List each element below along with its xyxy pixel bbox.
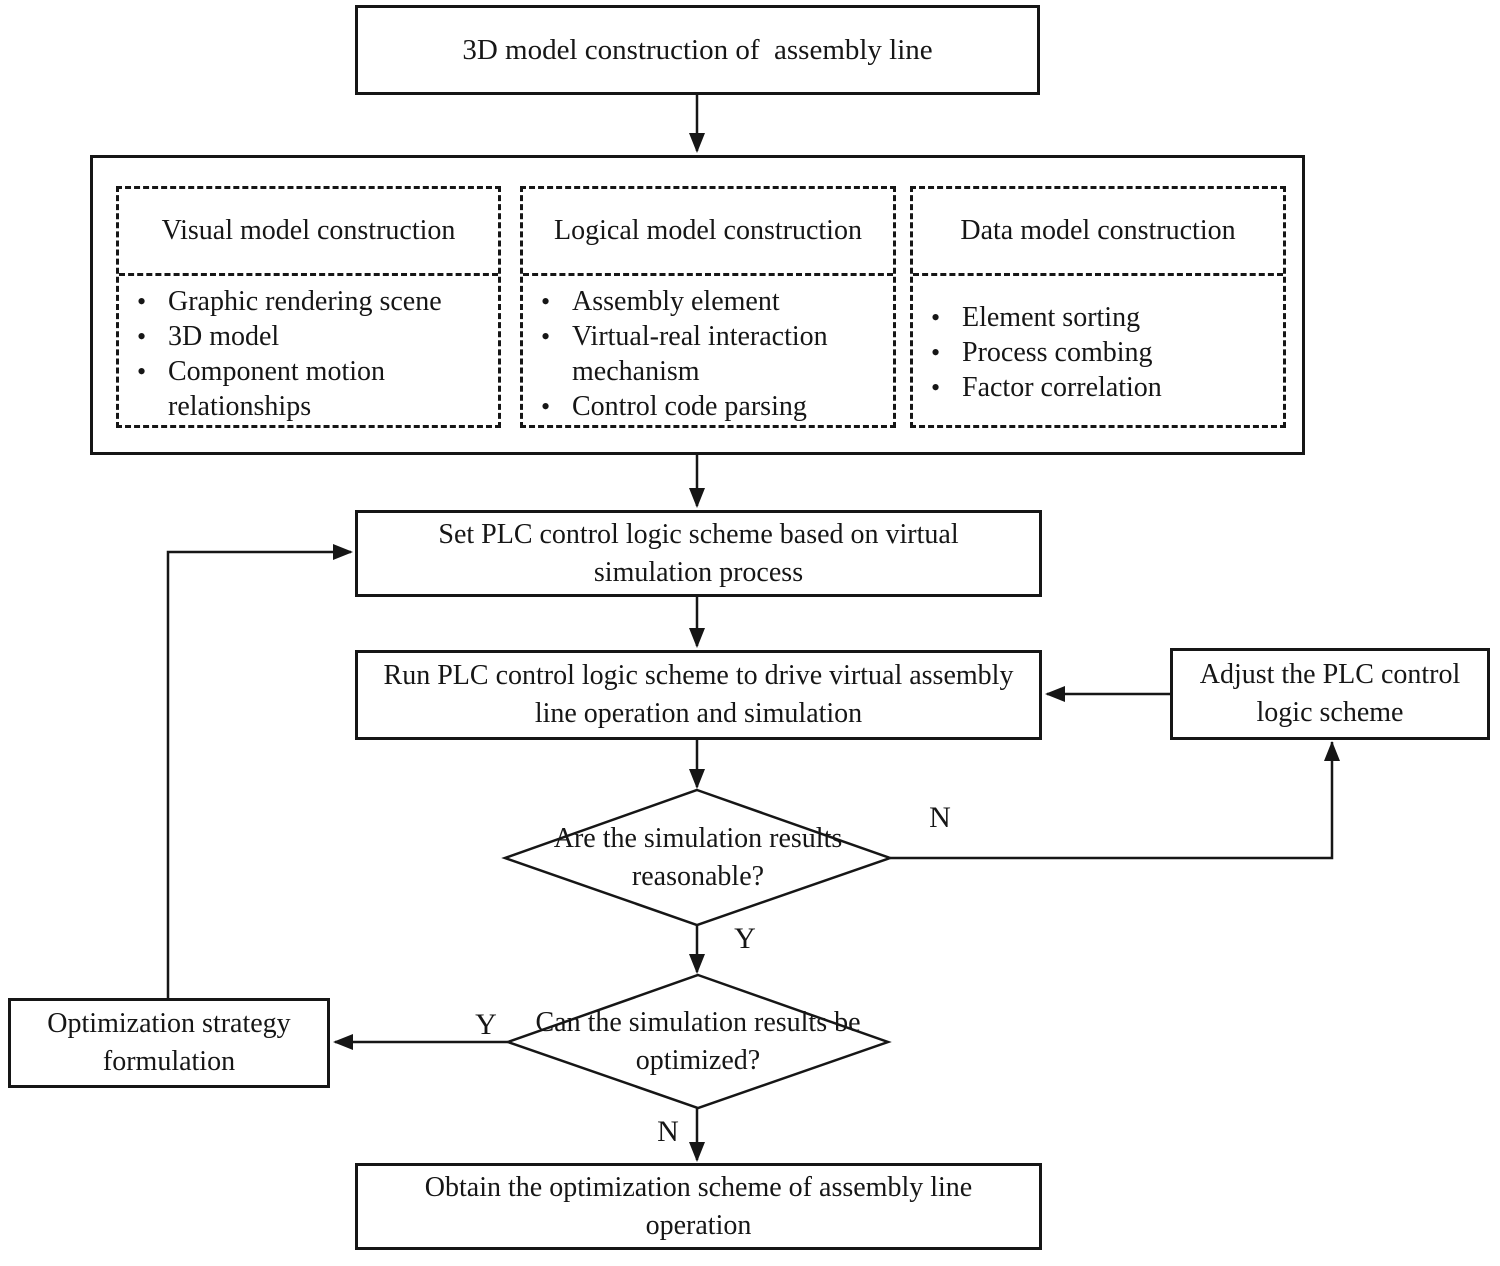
bullet-icon: • xyxy=(931,303,941,332)
list-item-text: Virtual-real interaction mechanism xyxy=(572,321,828,387)
bullet-icon: • xyxy=(541,287,551,316)
node-adjust-plc-scheme: Adjust the PLC control logic scheme xyxy=(1170,648,1490,740)
connector-optimization-to-set xyxy=(166,544,353,998)
panel-title-text: Data model construction xyxy=(960,215,1236,246)
panel-visual-model-list: • Graphic rendering scene • 3D model • C… xyxy=(119,276,498,424)
list-item-text: Assembly element xyxy=(572,286,780,317)
node-run-plc-scheme: Run PLC control logic scheme to drive vi… xyxy=(355,650,1042,740)
arrow-optimized-no-to-obtain xyxy=(689,1108,705,1162)
edge-label-optimized-no: N xyxy=(657,1115,679,1148)
panel-visual-model-title: Visual model construction xyxy=(119,189,498,276)
panel-logical-model-title: Logical model construction xyxy=(523,189,893,276)
panel-logical-model-list: • Assembly element • Virtual-real intera… xyxy=(523,276,893,424)
edge-label-optimized-yes: Y xyxy=(475,1008,497,1041)
list-item-text: Element sorting xyxy=(962,302,1141,333)
arrow-models-to-set xyxy=(689,455,705,508)
node-run-plc-line1: Run PLC control logic scheme to drive vi… xyxy=(383,660,1014,691)
list-item-text: Control code parsing xyxy=(572,391,807,422)
decision-optimized-line2: optimized? xyxy=(635,1045,761,1076)
panel-data-model-title: Data model construction xyxy=(913,189,1283,276)
list-item-text: Factor correlation xyxy=(962,372,1162,403)
model-construction-group: Visual model construction • Graphic rend… xyxy=(90,155,1305,455)
list-item: • Component motion relationships xyxy=(123,354,492,424)
node-obtain-scheme: Obtain the optimization scheme of assemb… xyxy=(355,1163,1042,1250)
node-run-plc-line2: line operation and simulation xyxy=(534,698,863,729)
bullet-icon: • xyxy=(931,338,941,367)
bullet-icon: • xyxy=(137,287,147,316)
arrow-set-to-run xyxy=(689,597,705,648)
arrow-title-to-models xyxy=(689,95,705,153)
node-optimization-line1: Optimization strategy xyxy=(47,1008,291,1039)
bullet-icon: • xyxy=(931,373,941,402)
edge-label-reasonable-yes: Y xyxy=(734,922,756,955)
list-item: • Assembly element xyxy=(527,284,887,319)
list-item: • Element sorting xyxy=(917,300,1277,335)
node-optimization-strategy: Optimization strategy formulation xyxy=(8,998,330,1088)
list-item-text: Graphic rendering scene xyxy=(168,286,442,317)
node-3d-model-construction-label: 3D model construction of assembly line xyxy=(462,34,933,66)
node-adjust-plc-line2: logic scheme xyxy=(1256,697,1404,728)
list-item: • Virtual-real interaction mechanism xyxy=(527,319,887,389)
connector-reasonable-no-to-adjust xyxy=(890,741,1340,860)
list-item: • Factor correlation xyxy=(917,370,1277,405)
decision-optimized-label: Can the simulation results be optimized? xyxy=(498,1004,898,1080)
list-item: • Graphic rendering scene xyxy=(123,284,492,319)
list-item-text: 3D model xyxy=(168,321,280,352)
bullet-icon: • xyxy=(137,357,147,386)
node-adjust-plc-line1: Adjust the PLC control xyxy=(1199,659,1461,690)
node-obtain-line1: Obtain the optimization scheme of assemb… xyxy=(424,1171,973,1203)
arrow-run-to-reasonable xyxy=(689,740,705,789)
arrow-optimized-yes-to-optimization xyxy=(333,1034,508,1050)
decision-reasonable-label: Are the simulation results reasonable? xyxy=(497,820,899,896)
node-set-plc-line1: Set PLC control logic scheme based on vi… xyxy=(438,518,959,550)
panel-logical-model: Logical model construction • Assembly el… xyxy=(520,186,896,428)
node-optimization-line2: formulation xyxy=(102,1046,236,1077)
list-item-text: Component motion relationships xyxy=(168,356,385,422)
bullet-icon: • xyxy=(541,322,551,351)
list-item: • Process combing xyxy=(917,335,1277,370)
decision-optimized-line1: Can the simulation results be xyxy=(535,1007,861,1038)
bullet-icon: • xyxy=(137,322,147,351)
decision-reasonable-line1: Are the simulation results xyxy=(553,823,843,854)
list-item-text: Process combing xyxy=(962,337,1153,368)
arrow-reasonable-yes-to-optimized xyxy=(689,925,705,974)
panel-data-model-list: • Element sorting • Process combing • Fa… xyxy=(913,276,1283,405)
node-set-plc-scheme: Set PLC control logic scheme based on vi… xyxy=(355,510,1042,597)
panel-title-text: Visual model construction xyxy=(161,215,456,246)
panel-data-model: Data model construction • Element sortin… xyxy=(910,186,1286,428)
list-item: • 3D model xyxy=(123,319,492,354)
arrow-adjust-to-run xyxy=(1045,686,1170,702)
panel-visual-model: Visual model construction • Graphic rend… xyxy=(116,186,501,428)
node-obtain-line2: operation xyxy=(645,1209,752,1241)
list-item: • Control code parsing xyxy=(527,389,887,424)
bullet-icon: • xyxy=(541,392,551,421)
edge-label-reasonable-no: N xyxy=(929,801,951,834)
node-3d-model-construction: 3D model construction of assembly line xyxy=(355,5,1040,95)
decision-reasonable-line2: reasonable? xyxy=(631,861,765,892)
node-set-plc-line2: simulation process xyxy=(593,556,804,588)
panel-title-text: Logical model construction xyxy=(554,215,862,246)
